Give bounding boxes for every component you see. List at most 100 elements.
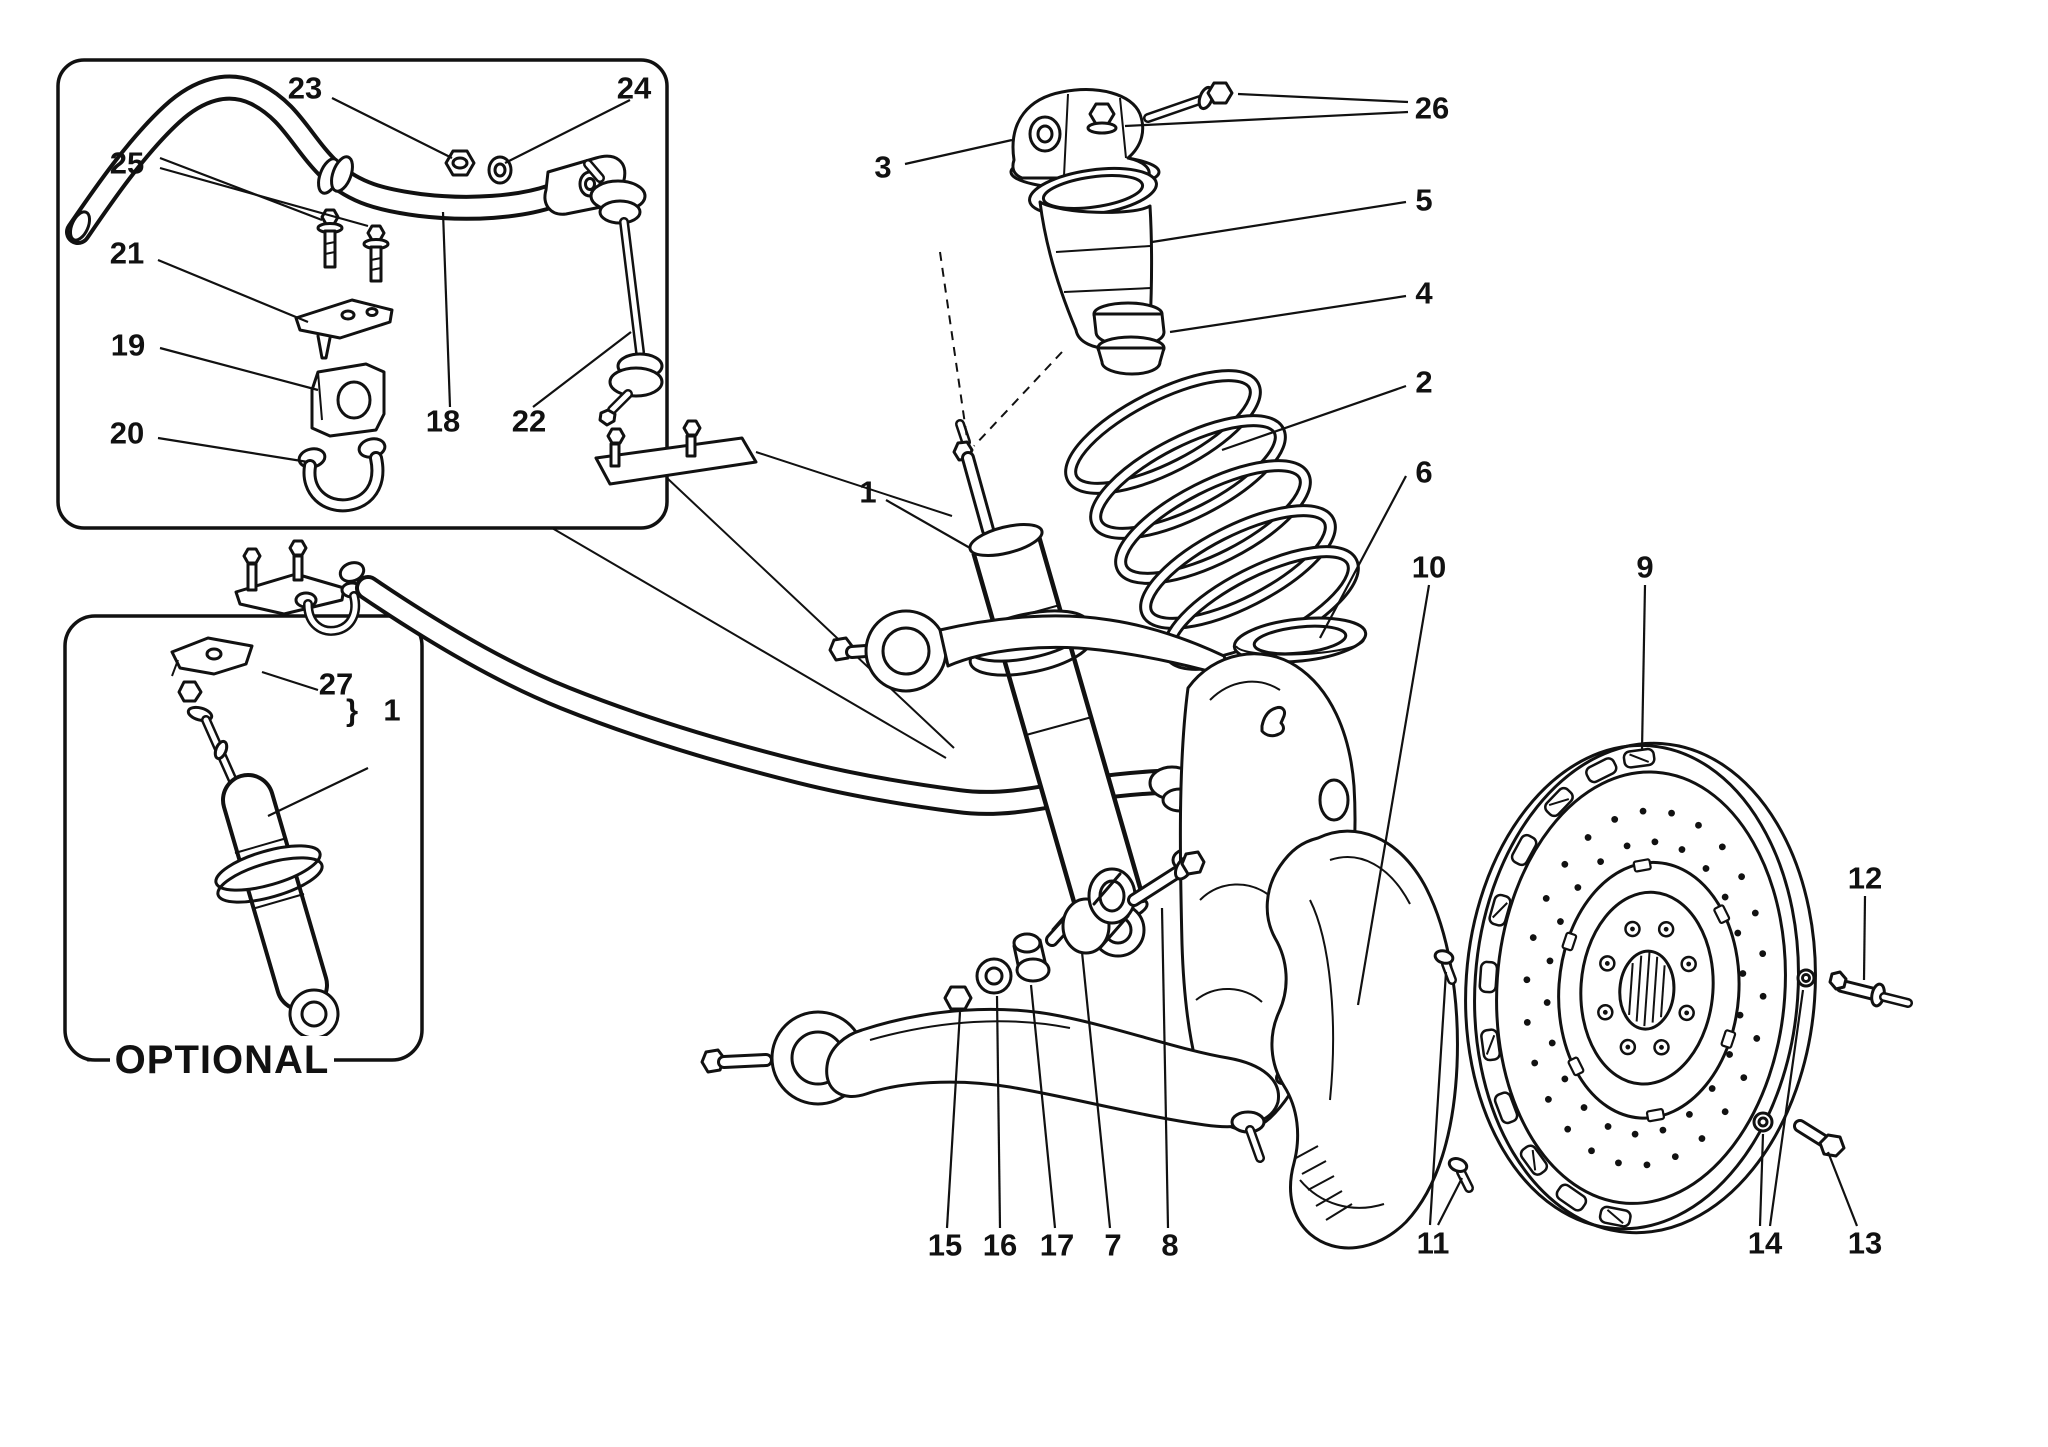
disc-wheel-studs xyxy=(1597,920,1697,1056)
part-label-23-0: 23 xyxy=(288,71,322,106)
part-label-2-12: 2 xyxy=(1415,365,1432,400)
nut-23 xyxy=(444,149,476,177)
disc-rim-slots xyxy=(1478,747,1656,1228)
leader-19-0 xyxy=(159,346,319,392)
part-label-3-8: 3 xyxy=(874,150,891,185)
arm-bushing-stack xyxy=(943,867,1137,1011)
leader-14-1 xyxy=(1768,989,1805,1227)
optional-caption-group: OPTIONAL xyxy=(86,1036,358,1082)
leader-17-0 xyxy=(1029,984,1057,1229)
leader-15-0 xyxy=(945,1011,962,1229)
part-label-15-21: 15 xyxy=(928,1228,962,1263)
bump-stop-4 xyxy=(1092,301,1166,376)
leader-27-0 xyxy=(261,670,319,692)
leader-13-0 xyxy=(1826,1151,1859,1227)
part-label-11-26: 11 xyxy=(1417,1226,1450,1261)
part-label-6-13: 6 xyxy=(1415,455,1432,490)
bushing-17 xyxy=(1012,932,1051,983)
part-label-19-4: 19 xyxy=(111,328,145,363)
prancing-horse-emblem xyxy=(1260,706,1286,738)
leader-18-0 xyxy=(441,211,452,408)
leader-1-0 xyxy=(885,499,971,549)
clip-27 xyxy=(170,636,254,676)
spring-seat-6 xyxy=(1232,616,1368,664)
leader-14-0 xyxy=(1758,1133,1765,1227)
leader-3-0 xyxy=(904,138,1013,166)
part-label-9-16: 9 xyxy=(1636,550,1653,585)
part-label-17-23: 17 xyxy=(1040,1228,1074,1263)
leader-1-0 xyxy=(267,767,369,817)
leader-20-0 xyxy=(157,436,309,464)
bolt-8 xyxy=(1127,850,1206,907)
callout-line xyxy=(551,527,947,759)
shock-rod-nut xyxy=(177,680,203,703)
bracket-21 xyxy=(294,298,394,360)
disc-hub-clips xyxy=(1561,858,1737,1123)
part-label-21-3: 21 xyxy=(110,236,144,271)
callout-line xyxy=(666,477,955,749)
leader-26-1 xyxy=(1124,110,1409,128)
leader-5-0 xyxy=(1151,200,1407,244)
part-label-7-24: 7 xyxy=(1104,1228,1121,1263)
part-label-24-1: 24 xyxy=(617,71,652,106)
part-label-12-20: 12 xyxy=(1848,861,1882,896)
shield-hatch xyxy=(1295,1145,1353,1221)
washer-16 xyxy=(975,957,1013,995)
part-label-4-11: 4 xyxy=(1415,276,1433,311)
leader-11-1 xyxy=(1437,1177,1463,1226)
leader-2-0 xyxy=(1221,384,1407,452)
shield-screw-11b xyxy=(1447,1157,1474,1193)
dust-shield-10 xyxy=(1265,829,1459,1250)
part-label-20-5: 20 xyxy=(110,416,144,451)
leader-9-0 xyxy=(1640,584,1647,751)
bolt-13 xyxy=(1793,1119,1846,1158)
optional-caption: OPTIONAL xyxy=(115,1038,330,1082)
clamp-left-insitu xyxy=(234,539,366,636)
leader-8-0 xyxy=(1160,907,1170,1229)
washer-14a xyxy=(1752,1111,1774,1133)
bolt-25b xyxy=(362,224,390,283)
leader-25-1 xyxy=(159,166,369,228)
bore-splines xyxy=(1628,952,1666,1027)
leader-22-0 xyxy=(532,331,632,408)
bushing-19 xyxy=(310,362,386,438)
part-label-25-2: 25 xyxy=(110,146,144,181)
part-label-26-9: 26 xyxy=(1415,91,1449,126)
stabilizer-detail-box xyxy=(56,58,669,530)
leader-21-0 xyxy=(157,258,309,324)
clamp-20 xyxy=(297,437,387,513)
alignment-dash xyxy=(973,351,1063,447)
brake-disc-9 xyxy=(1464,741,1817,1235)
stabilizer-bar-group xyxy=(65,74,627,245)
leader-6-0 xyxy=(1319,475,1407,639)
part-label-1-14: 1 xyxy=(859,475,876,510)
frame-hint xyxy=(594,419,953,517)
leader-24-0 xyxy=(504,99,631,164)
leader-12-0 xyxy=(1862,895,1867,981)
leader-25-0 xyxy=(159,156,323,222)
part-label-14-27: 14 xyxy=(1748,1226,1783,1261)
part-label-16-22: 16 xyxy=(983,1228,1017,1263)
leader-26-0 xyxy=(1237,92,1409,104)
leader-23-0 xyxy=(331,97,453,159)
part-label-13-28: 13 xyxy=(1848,1226,1882,1261)
washer-14b xyxy=(1796,968,1816,988)
part-label-1-19: 1 xyxy=(383,693,400,728)
bushing-7 xyxy=(1061,867,1137,955)
nut-15 xyxy=(943,985,973,1011)
alignment-dash xyxy=(939,251,968,439)
part-label-8-25: 8 xyxy=(1161,1228,1178,1263)
leader-11-0 xyxy=(1428,971,1448,1226)
leader-16-0 xyxy=(995,995,1002,1229)
optional-shock-group xyxy=(170,636,340,1040)
part-label-10-15: 10 xyxy=(1412,550,1446,585)
part-label-18-6: 18 xyxy=(426,404,460,439)
end-link-22 xyxy=(583,159,664,427)
optional-shock-eye xyxy=(288,988,340,1040)
part-label-5-10: 5 xyxy=(1415,183,1432,218)
brace-glyph-18: } xyxy=(346,693,358,728)
leader-lines xyxy=(157,92,1867,1229)
